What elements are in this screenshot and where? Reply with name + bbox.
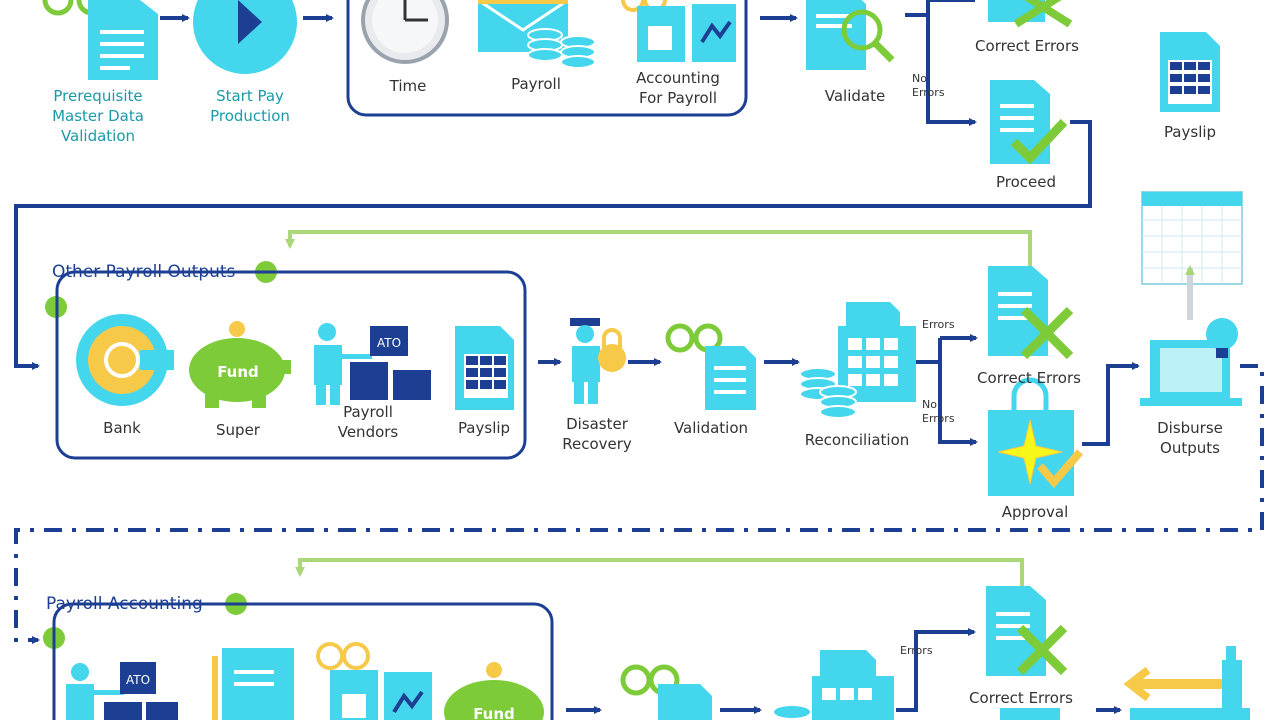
- label-payroll-vendors: Payroll Vendors: [337, 403, 399, 441]
- correct-errors-row2-icon: [988, 266, 1074, 360]
- payslip-document-icon: [1160, 32, 1220, 112]
- pay-production-box: [346, 0, 748, 117]
- validation-glasses-doc-icon: [665, 323, 756, 410]
- approval-bag-star-icon: [988, 377, 1084, 496]
- feedback-arrow-row3: [295, 558, 1024, 610]
- scanner-arrow-icon: [1123, 646, 1250, 720]
- dash-dot-arrow-to-row3: [14, 364, 1264, 644]
- label-accounting: Accounting For Payroll: [636, 69, 720, 107]
- reconciliation-row3-icon: [774, 650, 894, 720]
- label-fund-row3: Fund: [473, 705, 515, 723]
- label-correct-errors-row2: Correct Errors: [977, 369, 1081, 387]
- label-super: Super: [216, 421, 260, 439]
- label-payslip-row2: Payslip: [457, 419, 511, 437]
- label-correct-errors-row1: Correct Errors: [975, 37, 1079, 55]
- label-approval: Approval: [1001, 503, 1069, 521]
- arrow-proceed-to-row2: [14, 120, 1092, 370]
- prerequisite-document-icon: [88, 0, 158, 80]
- label-ato: ATO: [376, 336, 402, 350]
- bank-vault-icon: [76, 314, 174, 406]
- ato-person-boxes-icon: [66, 662, 178, 720]
- label-fund: Fund: [217, 363, 259, 381]
- reconciliation-calculator-icon: [799, 302, 916, 419]
- accounting-icon: [621, 0, 736, 62]
- payroll-accounting-box: [52, 602, 554, 720]
- payroll-accounting-title: Payroll Accounting: [46, 594, 203, 614]
- validation-row3-glasses-doc-icon: [620, 664, 712, 720]
- label-bank: Bank: [103, 419, 141, 437]
- label-validate: Validate: [824, 87, 886, 105]
- label-disaster-recovery: Disaster Recovery: [562, 415, 632, 453]
- disaster-recovery-person-lock-icon: [570, 318, 626, 404]
- label-proceed: Proceed: [995, 173, 1057, 191]
- label-disburse-outputs: Disburse Outputs: [1157, 419, 1223, 457]
- label-ato-row3: ATO: [125, 673, 151, 687]
- arrow-errors-row2: [938, 338, 976, 362]
- piggy-bank-row3-icon: [444, 662, 544, 720]
- correct-errors-row3-icon: [986, 586, 1068, 720]
- label-reconciliation: Reconciliation: [804, 431, 910, 449]
- accounting-row3-icon: [316, 642, 432, 720]
- other-payroll-outputs-box: [55, 270, 527, 460]
- play-icon: [193, 0, 297, 74]
- payslip-grid-icon: [455, 326, 514, 410]
- laptop-lightbulb-icon: [1140, 318, 1242, 406]
- piggy-bank-icon: [189, 321, 291, 408]
- vendors-person-boxes-icon: [314, 323, 431, 405]
- label-start-pay: Start Pay Production: [210, 87, 290, 125]
- arrow-errors-row3: [896, 628, 976, 712]
- correct-errors-top-icon: [988, 0, 1073, 28]
- arrow-no-errors-row2: [938, 362, 978, 446]
- label-errors-row3: Errors: [900, 644, 933, 657]
- label-payslip-row1: Payslip: [1163, 123, 1217, 141]
- label-validation: Validation: [673, 419, 749, 437]
- label-no-errors-row2: No Errors: [922, 398, 955, 425]
- label-payroll: Payroll: [511, 75, 561, 93]
- journal-document-icon: [212, 648, 294, 720]
- clock-icon: [361, 0, 449, 64]
- validate-document-search-icon: [806, 0, 895, 70]
- label-no-errors-row1: No Errors: [912, 72, 945, 99]
- arrow-no-errors-to-proceed: [926, 0, 977, 126]
- other-payroll-outputs-title: Other Payroll Outputs: [52, 262, 236, 282]
- proceed-document-check-icon: [990, 80, 1068, 165]
- payroll-envelope-coins-icon: [477, 0, 596, 69]
- arrow-approval-to-disburse: [1082, 362, 1140, 446]
- label-errors-row2: Errors: [922, 318, 955, 331]
- feedback-arrow-row2: [285, 230, 1032, 290]
- label-time: Time: [389, 77, 427, 95]
- label-correct-errors-row3: Correct Errors: [969, 689, 1073, 707]
- label-prerequisite: Prerequisite Master Data Validation: [52, 87, 144, 145]
